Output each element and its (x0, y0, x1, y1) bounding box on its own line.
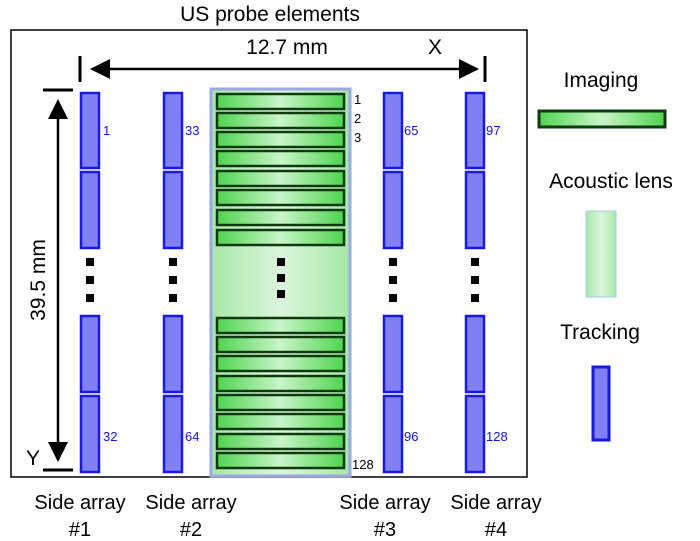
x-dimension-label: 12.7 mm (246, 36, 328, 59)
side-array-4-ellipsis-dot (471, 276, 479, 284)
side-array-1-label-line1: Side array (34, 492, 125, 514)
side-array-1-element-1 (79, 91, 101, 170)
imaging-element-14 (215, 412, 346, 431)
y-dimension-label: 39.5 mm (27, 239, 50, 321)
side-array-3-ellipsis-dot (389, 258, 397, 266)
side-arrays (79, 91, 486, 474)
imaging-elements (215, 92, 346, 470)
side-array-2-element-1 (162, 91, 184, 170)
side-array-4-element-3 (464, 314, 486, 394)
side-array-1-first-number: 1 (103, 123, 110, 138)
imaging-element-15 (215, 432, 346, 451)
legend-tracking-swatch (591, 365, 611, 442)
imaging-element-6 (215, 188, 346, 207)
x-axis-label: X (428, 36, 442, 59)
imaging-element-2 (215, 111, 346, 130)
side-array-3-ellipsis-dot (389, 294, 397, 302)
imaging-element-16 (215, 451, 346, 470)
side-array-3-element-3 (382, 314, 404, 394)
legend-imaging-label: Imaging (564, 69, 639, 92)
side-array-1-ellipsis-dot (86, 294, 94, 302)
diagram-title: US probe elements (180, 3, 360, 26)
side-array-2-element-2 (162, 170, 184, 250)
imaging-element-number: 3 (354, 130, 361, 145)
imaging-element-number: 128 (352, 457, 374, 472)
side-array-4-ellipsis-dot (471, 258, 479, 266)
side-array-2-ellipsis-dot (169, 258, 177, 266)
side-array-3-last-number: 96 (404, 429, 418, 444)
side-array-1-element-2 (79, 170, 101, 250)
imaging-ellipsis (277, 258, 285, 298)
side-array-3-ellipsis-dot (389, 276, 397, 284)
side-array-1-element-3 (79, 314, 101, 394)
side-array-3-element-1 (382, 91, 404, 170)
legend-lens-swatch (585, 210, 617, 298)
imaging-element-5 (215, 169, 346, 188)
side-array-1-element-4 (79, 394, 101, 474)
side-array-4-element-4 (464, 394, 486, 474)
imaging-element-9 (215, 316, 346, 335)
imaging-element-8 (215, 228, 346, 247)
side-array-2-label-line1: Side array (145, 492, 236, 514)
side-array-4-last-number: 128 (486, 429, 508, 444)
legend-lens-label: Acoustic lens (549, 170, 673, 193)
imaging-element-number: 1 (354, 92, 361, 107)
side-array-3-element-2 (382, 170, 404, 250)
side-array-3-label-line1: Side array (339, 492, 430, 514)
side-array-2-ellipsis-dot (169, 276, 177, 284)
side-array-1-ellipsis-dot (86, 258, 94, 266)
y-axis-label: Y (26, 447, 40, 470)
side-array-2-element-4 (162, 394, 184, 474)
imaging-element-1 (215, 92, 346, 111)
side-array-1-ellipsis-dot (86, 276, 94, 284)
side-array-2-first-number: 33 (185, 123, 199, 138)
legend-tracking-label: Tracking (560, 321, 640, 344)
imaging-element-11 (215, 354, 346, 373)
side-array-3-label-line2: #3 (374, 519, 396, 541)
legend-imaging-swatch (537, 109, 667, 129)
side-array-4-first-number: 97 (486, 123, 500, 138)
side-array-4-label-line2: #4 (485, 519, 507, 541)
imaging-element-4 (215, 149, 346, 168)
imaging-element-7 (215, 208, 346, 227)
side-array-2-element-3 (162, 314, 184, 394)
side-array-4-element-2 (464, 170, 486, 250)
side-array-3-element-4 (382, 394, 404, 474)
side-array-3-first-number: 65 (404, 123, 418, 138)
side-array-2-last-number: 64 (185, 429, 199, 444)
imaging-element-10 (215, 335, 346, 354)
side-array-2-label-line2: #2 (180, 519, 202, 541)
imaging-element-3 (215, 130, 346, 149)
side-array-1-label-line2: #1 (69, 519, 91, 541)
imaging-element-number: 2 (354, 111, 361, 126)
imaging-element-13 (215, 393, 346, 412)
imaging-element-12 (215, 374, 346, 393)
side-array-2-ellipsis-dot (169, 294, 177, 302)
side-array-4-ellipsis-dot (471, 294, 479, 302)
side-array-4-label-line1: Side array (450, 492, 541, 514)
side-array-1-last-number: 32 (103, 429, 117, 444)
side-array-4-element-1 (464, 91, 486, 170)
